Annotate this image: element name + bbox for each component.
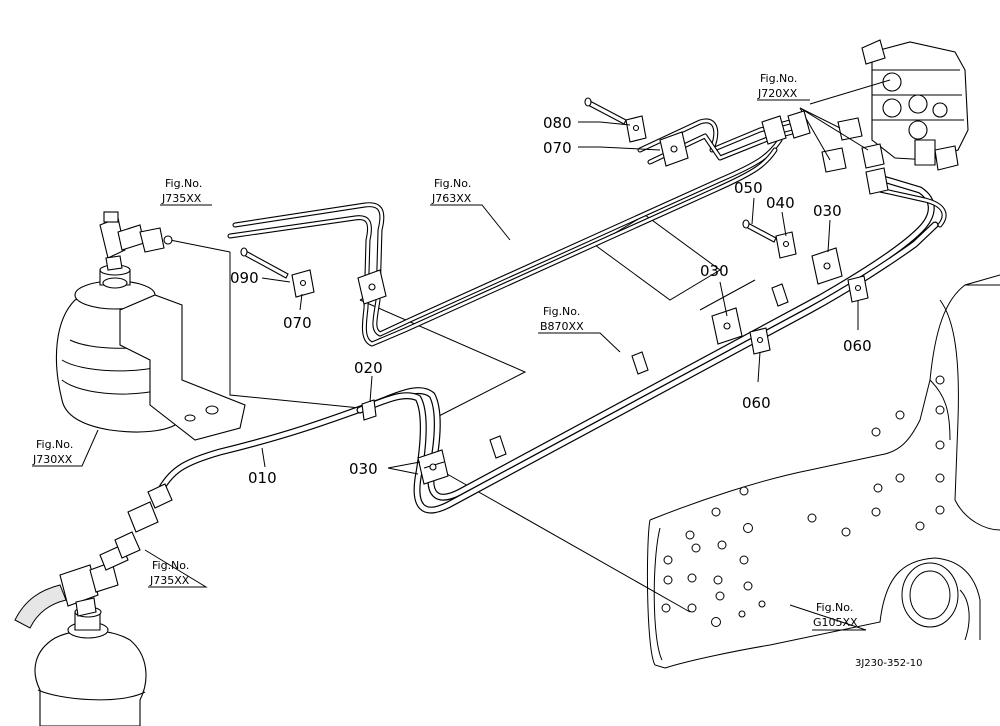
callout-030-left: 030 xyxy=(349,460,378,478)
figref-label-b870: Fig.No. xyxy=(543,305,580,318)
callout-070-lower: 070 xyxy=(283,314,312,332)
plate-070-upper xyxy=(625,115,647,143)
plate-040 xyxy=(775,231,797,259)
bolt-090 xyxy=(240,247,289,279)
figref-code-g105: G105XX xyxy=(813,616,858,629)
figref-label-j730: Fig.No. xyxy=(36,438,73,451)
figref-code-b870: B870XX xyxy=(540,320,584,333)
callout-050: 050 xyxy=(734,179,763,197)
pipe-end-fittings xyxy=(761,110,811,145)
callout-080: 080 xyxy=(543,114,572,132)
bolt-050 xyxy=(742,219,777,243)
drawing-code: 3J230-352-10 xyxy=(855,658,922,669)
tee-fitting-upper xyxy=(99,211,173,271)
figref-code-j730: J730XX xyxy=(32,453,73,466)
pipe-retainers xyxy=(489,283,789,459)
plate-060-middle xyxy=(749,327,771,355)
callout-040: 040 xyxy=(766,194,795,212)
callout-leaders xyxy=(261,121,859,475)
callout-030-right: 030 xyxy=(813,202,842,220)
callout-090: 090 xyxy=(230,269,259,287)
clamp-030-middle xyxy=(711,307,743,345)
figref-leaders xyxy=(32,99,867,631)
figref-label-g105: Fig.No. xyxy=(816,601,853,614)
figref-label-j735-lower: Fig.No. xyxy=(152,559,189,572)
plate-060-right xyxy=(847,275,869,303)
figref-code-j735-upper: J735XX xyxy=(161,192,202,205)
figref-code-j720: J720XX xyxy=(757,87,798,100)
fig-refs: Fig.No. J735XX Fig.No. J763XX Fig.No. J7… xyxy=(32,72,858,629)
figref-code-j735-lower: J735XX xyxy=(149,574,190,587)
callout-020: 020 xyxy=(354,359,383,377)
clamp-070-upper xyxy=(659,131,689,167)
figref-label-j735-upper: Fig.No. xyxy=(165,177,202,190)
callout-060-middle: 060 xyxy=(742,394,771,412)
callout-060-right: 060 xyxy=(843,337,872,355)
callout-070-upper: 070 xyxy=(543,139,572,157)
clamp-030-left xyxy=(417,449,449,485)
figref-label-j763: Fig.No. xyxy=(434,177,471,190)
control-valve xyxy=(799,39,969,195)
fitting-020 xyxy=(361,399,377,421)
frame-bracket xyxy=(646,274,1000,669)
assembly-lines xyxy=(169,214,756,613)
accumulator-upper xyxy=(55,264,246,441)
tee-fitting-lower xyxy=(59,483,173,617)
bolt-080 xyxy=(584,97,627,125)
clamp-030-right xyxy=(811,247,843,285)
clamp-070-lower xyxy=(357,269,387,305)
figref-label-j720: Fig.No. xyxy=(760,72,797,85)
callout-010: 010 xyxy=(248,469,277,487)
plate-070-lower xyxy=(291,269,315,298)
frame-holes xyxy=(661,375,945,627)
pipes xyxy=(154,118,947,514)
figref-code-j763: J763XX xyxy=(431,192,472,205)
callout-030-middle: 030 xyxy=(700,262,729,280)
callouts: 080 070 090 070 020 030 010 030 050 040 … xyxy=(230,114,872,487)
